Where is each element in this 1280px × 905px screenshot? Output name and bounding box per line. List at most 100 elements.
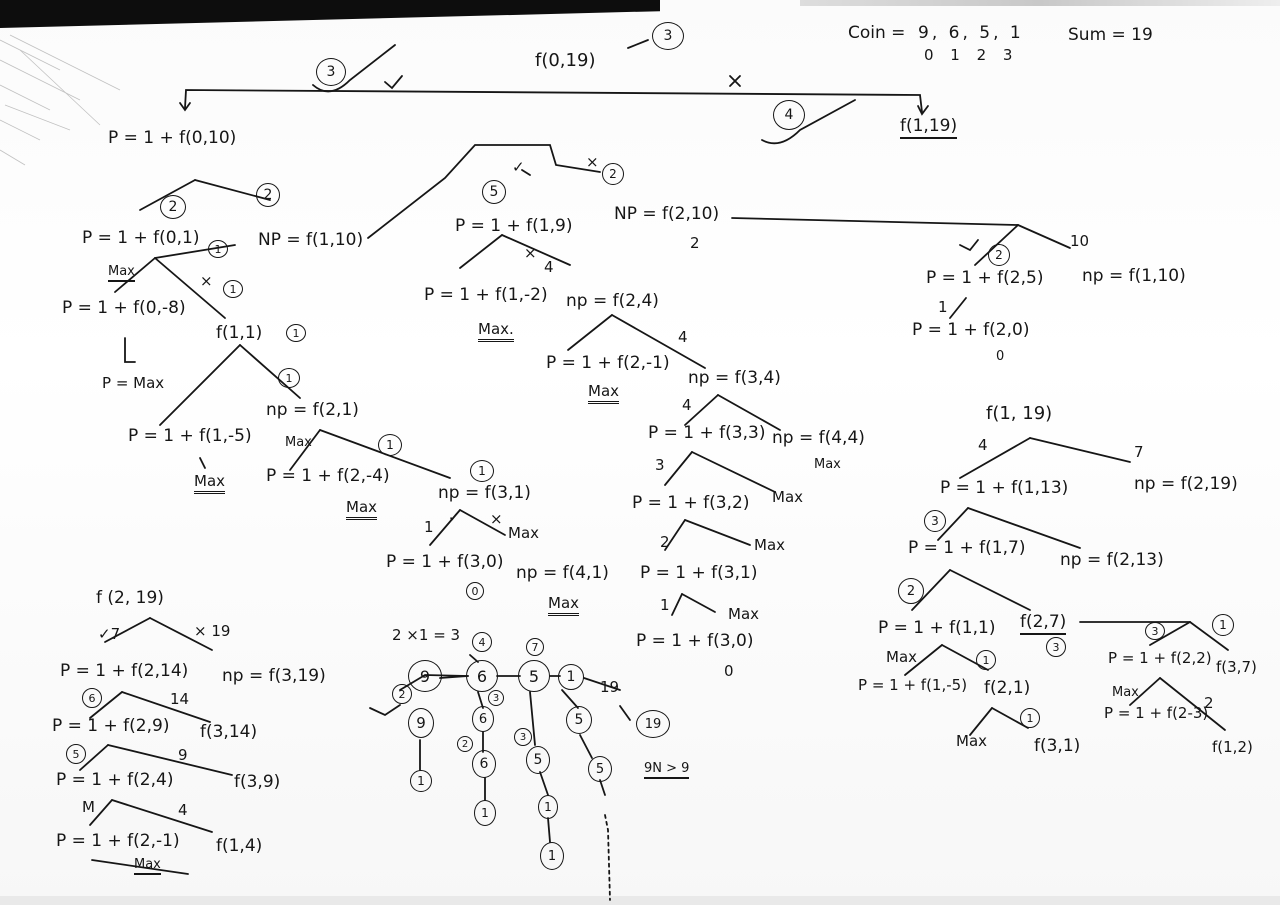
graph-node-19: 19 xyxy=(600,678,620,696)
circle-b: 2 xyxy=(256,183,280,207)
mid-four2: 4 xyxy=(678,328,688,346)
graph-node-9: 9 xyxy=(408,660,442,692)
left-max4: Max xyxy=(548,594,580,616)
mid-check: ✓ xyxy=(512,158,525,176)
graph-c19: 19 xyxy=(636,710,670,738)
mid-p3-node: P = 1 + f(2,-1) xyxy=(546,353,670,373)
scan-noise-corner xyxy=(0,34,121,166)
mid-max3: Max xyxy=(814,457,841,472)
bl-p4-node: P = 1 + f(2,-1) xyxy=(56,831,180,851)
graph-small-2: 2 xyxy=(457,736,473,752)
left-p6-node: P = 1 + f(3,0) xyxy=(386,552,504,572)
mid-np-sub: 2 xyxy=(690,234,700,252)
circle-d: 1 xyxy=(223,280,243,298)
mid-zero: 0 xyxy=(724,662,734,680)
rtree-seven: 7 xyxy=(1134,443,1144,461)
rtree-p3-node: P = 1 + f(1,1) xyxy=(878,618,996,638)
mid-circle2: 2 xyxy=(602,163,624,185)
rtree-circle1c: 1 xyxy=(1020,708,1040,728)
rtree-circle3: 3 xyxy=(924,510,946,532)
take-branch-count: 3 xyxy=(316,58,346,86)
graph-nine-label: 9N > 9 xyxy=(644,761,690,779)
root-circled-count: 3 xyxy=(652,22,684,50)
left-np2-node: NP = f(1,10) xyxy=(258,230,364,250)
bl-four: 4 xyxy=(178,801,188,819)
rtree-p5-node: P = 1 + f(2,2) xyxy=(1108,649,1212,667)
mid-p6-node: P = 1 + f(3,1) xyxy=(640,563,758,583)
bl-nine: 9 xyxy=(178,746,188,764)
max-small2: Max xyxy=(285,435,312,450)
bl-x19: × 19 xyxy=(194,622,231,640)
left-p5-node: P = 1 + f(2,-4) xyxy=(266,466,390,486)
graph-tag-7: 7 xyxy=(526,638,544,656)
bl-check7: ✓7 xyxy=(98,625,121,643)
p-max: P = Max xyxy=(102,374,165,392)
graph-label: 2 ×1 = 3 xyxy=(392,626,461,644)
circle-e: 1 xyxy=(286,324,306,342)
graph-c9: 9 xyxy=(408,708,434,738)
mid-x: × xyxy=(586,153,599,171)
rtree-f12: f(1,2) xyxy=(1212,738,1253,756)
coins-values: 9, 6, 5, 1 xyxy=(918,23,1024,43)
graph-c6-b: 6 xyxy=(472,750,496,778)
mid-max2: Max xyxy=(588,382,620,404)
circle-f: 1 xyxy=(278,368,300,388)
mid-p4-node: P = 1 + f(3,3) xyxy=(648,423,766,443)
mid-p7-node: P = 1 + f(3,0) xyxy=(636,631,754,651)
root-call: f(0,19) xyxy=(535,50,596,71)
rtree-f31: f(3,1) xyxy=(1034,736,1081,756)
rtree-four: 4 xyxy=(978,436,988,454)
graph-c1: 1 xyxy=(410,770,432,792)
left-p4-node: P = 1 + f(1,-5) xyxy=(128,426,252,446)
left-check: ✓ xyxy=(448,508,461,526)
mid-two: 2 xyxy=(660,533,670,551)
skip-branch-count: 4 xyxy=(773,100,805,130)
left-np4-node: np = f(2,1) xyxy=(266,400,359,420)
rtree-circle2: 2 xyxy=(898,578,924,604)
rtree-p4-node: P = 1 + f(1,-5) xyxy=(858,676,968,694)
bl-max: Max xyxy=(134,857,161,875)
bl-fourteen: 14 xyxy=(170,690,190,708)
mid-one: 1 xyxy=(660,596,670,614)
mid-np2-node: np = f(2,4) xyxy=(566,291,659,311)
rtree-max2: Max xyxy=(1112,685,1139,700)
mid-three: 3 xyxy=(655,456,665,474)
left-take3-node: P = 1 + f(0,-8) xyxy=(62,298,186,318)
mid-max4: Max xyxy=(772,488,804,506)
rtree-max3: Max xyxy=(956,732,988,750)
mid-p-node: P = 1 + f(1,9) xyxy=(455,216,573,236)
left-max3: Max xyxy=(508,524,540,542)
left-np6-node: np = f(4,1) xyxy=(516,563,609,583)
left-take2-node: P = 1 + f(0,1) xyxy=(82,228,200,248)
bl-np-node: np = f(3,19) xyxy=(222,666,326,686)
bl-np4-node: f(1,4) xyxy=(216,836,263,856)
rtree-root: f(1, 19) xyxy=(986,403,1053,424)
graph-tag-2: 2 xyxy=(392,684,412,704)
mid-four3: 4 xyxy=(682,396,692,414)
sum-label: Sum = 19 xyxy=(1068,25,1153,45)
mid-np4-node: np = f(4,4) xyxy=(772,428,865,448)
rt-circle2: 2 xyxy=(988,244,1010,266)
circle-a: 2 xyxy=(160,195,186,219)
bl-p2-node: P = 1 + f(2,9) xyxy=(52,716,170,736)
mid-four: 4 xyxy=(544,258,554,276)
rtree-max1: Max xyxy=(886,648,918,666)
bl-m: M xyxy=(82,798,95,816)
bl-circle6: 6 xyxy=(82,688,102,708)
bl-np2-node: f(3,14) xyxy=(200,722,258,742)
rtree-circle3b: 3 xyxy=(1046,637,1066,657)
left-max1: Max xyxy=(194,472,226,494)
left-max2: Max xyxy=(346,498,378,520)
left-f11-node: f(1,1) xyxy=(216,323,263,343)
rtree-np-node: np = f(2,19) xyxy=(1134,474,1238,494)
circle-h: 1 xyxy=(470,460,494,482)
rt-ten: 10 xyxy=(1070,232,1090,250)
graph-tag-4: 4 xyxy=(472,632,492,652)
rtree-np2-node: np = f(2,13) xyxy=(1060,550,1164,570)
mid-max1: Max. xyxy=(478,320,514,342)
skip-x: × xyxy=(200,272,213,290)
circle-g: 1 xyxy=(378,434,402,456)
mid-max5: Max xyxy=(754,536,786,554)
rt-one: 1 xyxy=(938,298,948,316)
rtree-p6-node: P = 1 + f(2-3) xyxy=(1104,704,1209,722)
